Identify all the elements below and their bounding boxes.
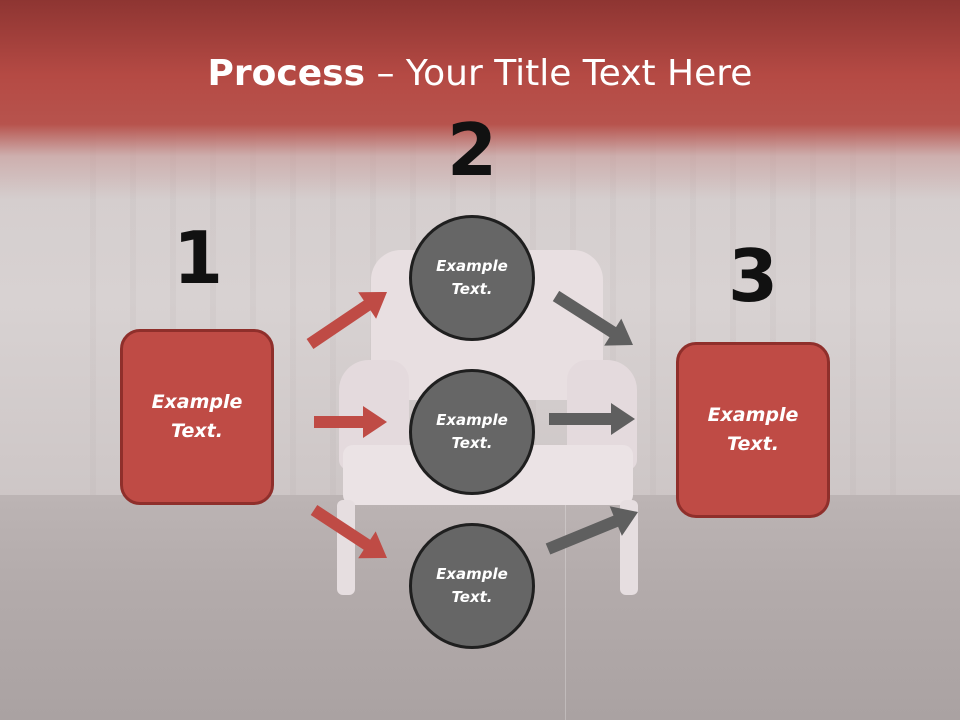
arrow-step-1-to-step-2-circle-3 (310, 505, 387, 559)
arrow-step-2-circle-3-to-step-3 (545, 506, 638, 555)
header-band (0, 0, 960, 200)
step-2-circle-2-label: Example Text. (436, 411, 508, 452)
step-1-box: Example Text. (120, 329, 274, 505)
step-2-circle-1: Example Text. (409, 215, 535, 341)
step-3-box: Example Text. (676, 342, 830, 518)
step-2-circle-1-label: Example Text. (436, 257, 508, 298)
step-1-number: 1 (172, 216, 224, 300)
step-2-circle-2: Example Text. (409, 369, 535, 495)
step-3-number: 3 (727, 234, 779, 318)
arrow-step-1-to-step-2-circle-1 (306, 292, 387, 349)
arrow-step-1-to-step-2-circle-2 (314, 406, 387, 438)
step-3-label: Example Text. (707, 404, 799, 455)
step-2-circle-3: Example Text. (409, 523, 535, 649)
step-2-circle-3-label: Example Text. (436, 565, 508, 606)
step-2-number: 2 (446, 108, 498, 192)
arrow-step-2-circle-1-to-step-3 (552, 290, 633, 346)
slide-title-rest: – Your Title Text Here (365, 53, 753, 94)
slide-title: Process – Your Title Text Here (0, 52, 960, 96)
slide-title-bold: Process (207, 53, 366, 94)
background-floor-seam (565, 500, 566, 720)
step-1-label: Example Text. (151, 391, 243, 442)
arrow-step-2-circle-2-to-step-3 (549, 403, 635, 435)
